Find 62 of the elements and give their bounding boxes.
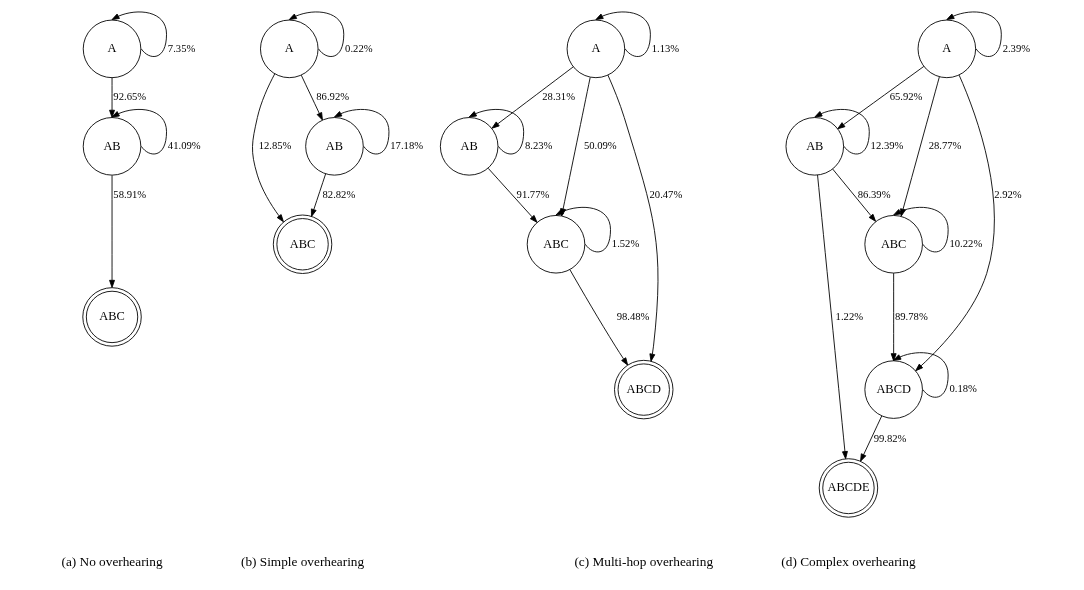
- arrow: [108, 77, 115, 118]
- arrow: [892, 352, 949, 398]
- arrow: [108, 175, 115, 288]
- arrow: [468, 108, 524, 155]
- arrow: [333, 108, 389, 155]
- edge-label: 89.78%: [894, 310, 928, 322]
- edge-label: 0.22%: [344, 42, 373, 54]
- label: (c) Multi-hop overhearing: [573, 553, 713, 569]
- edge-label: 1.52%: [611, 238, 639, 250]
- edge-label: 65.92%: [889, 91, 922, 103]
- edge-label: 0.18%: [948, 383, 977, 395]
- edge-label: 2.92%: [993, 188, 1022, 200]
- arrow: [310, 173, 326, 217]
- edge-label: 86.39%: [857, 188, 891, 200]
- edge-label: 86.92%: [315, 91, 349, 103]
- edge-label: 82.82%: [322, 188, 355, 200]
- arrow: [831, 168, 876, 222]
- arrow: [251, 73, 284, 223]
- edge-label: 7.35%: [167, 42, 195, 54]
- edge-label: 2.39%: [1002, 42, 1030, 54]
- node-circle: AB: [82, 117, 141, 176]
- arrow: [569, 269, 628, 366]
- label: (d) Complex overhearing: [780, 553, 916, 569]
- edge-label: 10.22%: [948, 238, 982, 250]
- arrow: [300, 74, 323, 121]
- node-circle: AB: [304, 117, 364, 176]
- edge-label: 99.82%: [873, 432, 906, 444]
- arrow: [816, 174, 848, 460]
- arrow: [491, 66, 574, 129]
- arrow: [594, 11, 651, 57]
- edge-label: 92.65%: [112, 91, 146, 103]
- edge-label: 1.22%: [835, 310, 863, 322]
- arrow: [288, 11, 344, 57]
- arrow: [859, 415, 882, 462]
- edge-label: 98.48%: [616, 310, 649, 322]
- node-circle: A: [917, 19, 976, 79]
- edge-label: 8.23%: [524, 140, 552, 152]
- edge-label: 12.39%: [870, 140, 903, 152]
- arrow: [111, 108, 167, 155]
- edge-label: 12.85%: [258, 140, 291, 152]
- edge-label: 17.18%: [389, 140, 423, 152]
- edge-label: 1.13%: [651, 42, 679, 54]
- label: (a) No overhearing: [61, 553, 163, 569]
- arrow: [606, 74, 658, 362]
- node-circle: A: [566, 19, 625, 79]
- edge-label: 28.77%: [928, 140, 961, 152]
- arrow: [890, 272, 897, 362]
- edge-label: 28.31%: [541, 91, 575, 103]
- node-circle: A: [82, 19, 141, 79]
- arrow: [914, 74, 995, 372]
- edge-label: 20.47%: [649, 188, 682, 200]
- edge-label: 58.91%: [112, 188, 146, 200]
- label: (b) Simple overhearing: [240, 553, 364, 569]
- arrow: [487, 167, 537, 223]
- arrow: [111, 11, 167, 57]
- arrow: [945, 11, 1002, 57]
- edge-label: 91.77%: [516, 188, 549, 200]
- edge-label: 50.09%: [583, 140, 617, 152]
- node-circle: A: [259, 19, 318, 79]
- arrow: [836, 65, 924, 130]
- arrow: [813, 108, 870, 155]
- edge-label: 41.09%: [167, 140, 201, 152]
